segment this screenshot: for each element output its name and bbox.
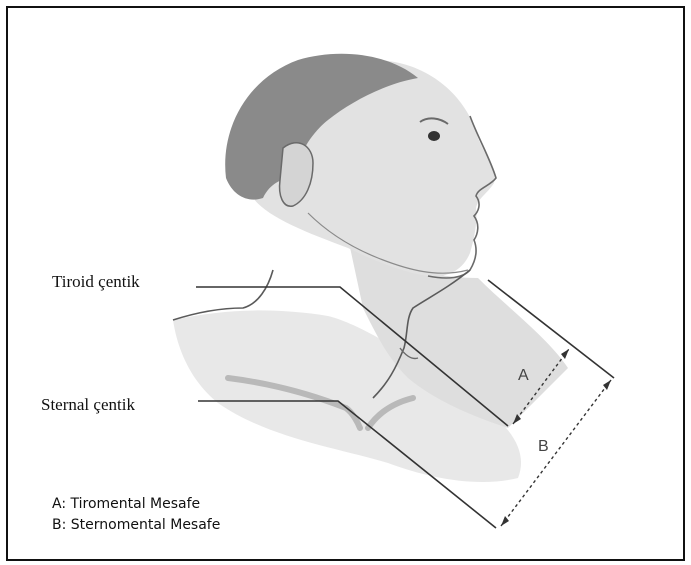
sternal-notch-label: Sternal çentik: [41, 395, 135, 415]
eye: [428, 131, 440, 141]
legend-item-a: A: Tiromental Mesafe: [52, 494, 220, 515]
thyroid-notch-label: Tiroid çentik: [52, 272, 140, 292]
legend-item-b: B: Sternomental Mesafe: [52, 515, 220, 536]
arrowhead-b-top: [603, 380, 611, 390]
dimension-b-label: B: [538, 438, 549, 455]
arrowhead-a-top: [561, 349, 569, 359]
arrowhead-b-bottom: [501, 516, 509, 526]
legend: A: Tiromental Mesafe B: Sternomental Mes…: [52, 494, 220, 536]
figure-frame: A B Tiroid çentik Sternal çentik A: Tiro…: [6, 6, 685, 561]
dimension-a-label: A: [518, 367, 529, 384]
